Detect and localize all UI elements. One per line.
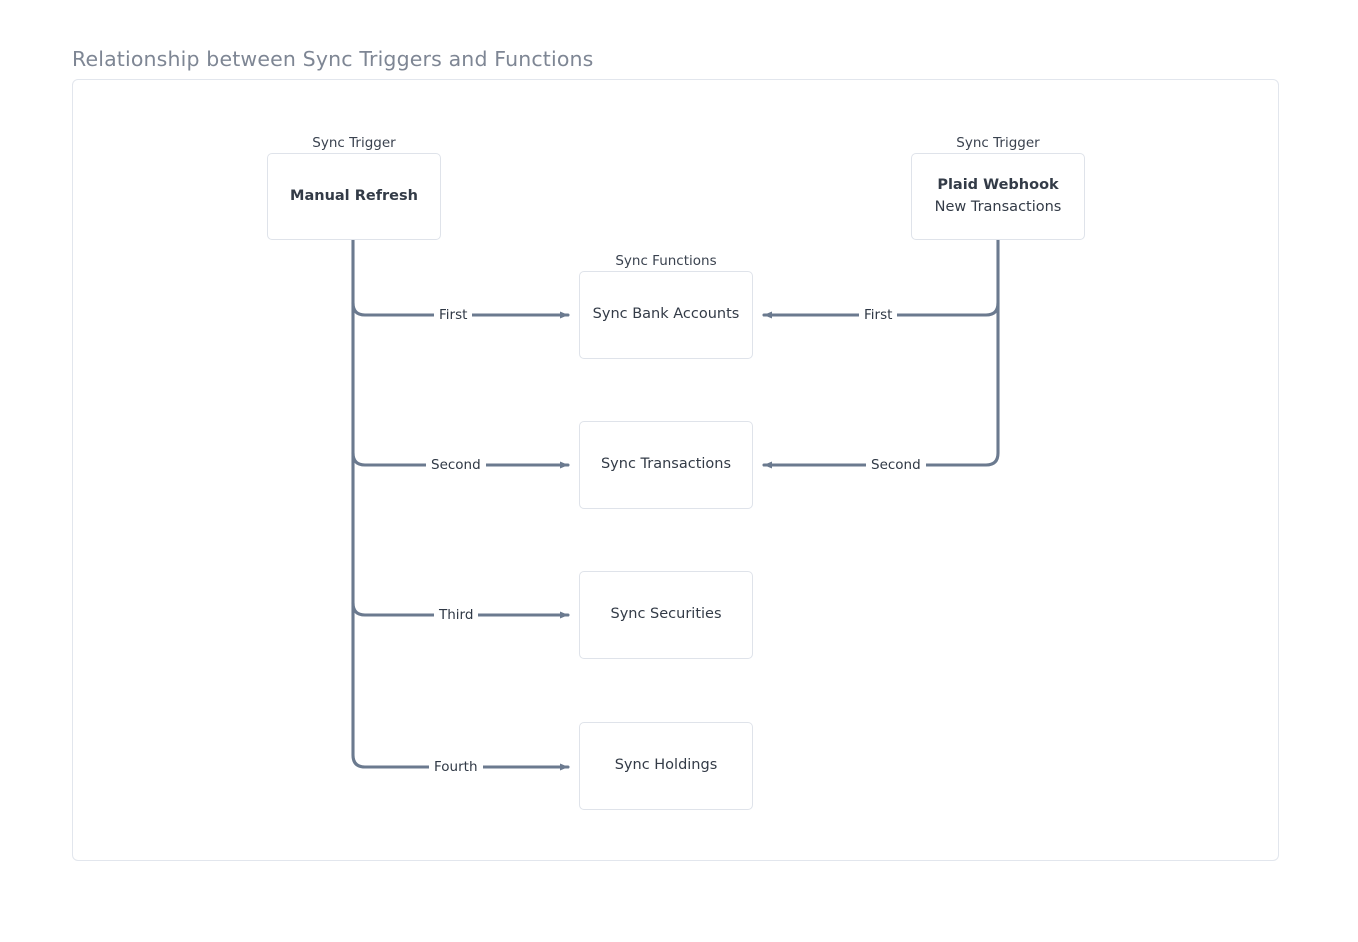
group-label-sync-functions: Sync Functions: [615, 253, 717, 269]
edge-label-manual-second: Second: [426, 457, 486, 473]
edge-label-manual-fourth: Fourth: [429, 759, 483, 775]
edge-label-manual-first: First: [434, 307, 473, 323]
node-plaid-webhook-subtitle: New Transactions: [934, 198, 1062, 215]
node-sync-bank-accounts-label: Sync Bank Accounts: [592, 306, 740, 323]
node-manual-refresh[interactable]: Manual Refresh: [267, 153, 441, 240]
node-plaid-webhook[interactable]: Plaid Webhook New Transactions: [911, 153, 1085, 240]
node-sync-holdings-label: Sync Holdings: [614, 757, 718, 774]
node-plaid-webhook-title: Plaid Webhook: [937, 177, 1059, 194]
node-sync-transactions[interactable]: Sync Transactions: [579, 421, 753, 509]
page-title: Relationship between Sync Triggers and F…: [72, 47, 594, 71]
group-label-sync-trigger-left: Sync Trigger: [312, 135, 396, 151]
edge-label-manual-third: Third: [434, 607, 479, 623]
node-sync-transactions-label: Sync Transactions: [600, 456, 732, 473]
node-sync-bank-accounts[interactable]: Sync Bank Accounts: [579, 271, 753, 359]
node-manual-refresh-title: Manual Refresh: [290, 187, 418, 204]
node-sync-securities[interactable]: Sync Securities: [579, 571, 753, 659]
node-sync-holdings[interactable]: Sync Holdings: [579, 722, 753, 810]
node-sync-securities-label: Sync Securities: [610, 606, 722, 623]
edge-label-plaid-first: First: [859, 307, 898, 323]
edge-label-plaid-second: Second: [866, 457, 926, 473]
group-label-sync-trigger-right: Sync Trigger: [956, 135, 1040, 151]
